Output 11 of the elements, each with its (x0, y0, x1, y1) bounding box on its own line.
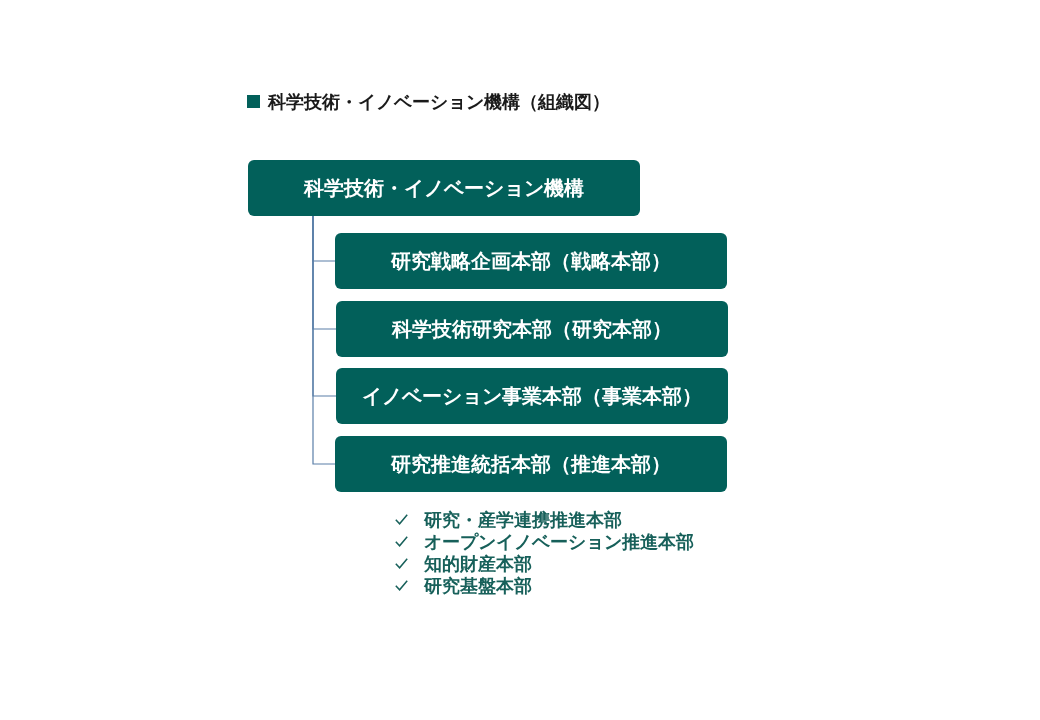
diagram-title: 科学技術・イノベーション機構（組織図） (268, 91, 610, 113)
organization-box: 科学技術・イノベーション機構 (248, 160, 640, 216)
department-box: 研究戦略企画本部（戦略本部） (335, 233, 727, 289)
list-item: 知的財産本部 (424, 553, 532, 575)
list-item: オープンイノベーション推進本部 (424, 531, 694, 553)
department-box: イノベーション事業本部（事業本部） (336, 368, 728, 424)
department-box: 科学技術研究本部（研究本部） (336, 301, 728, 357)
connector-line (312, 215, 336, 465)
list-item: 研究・産学連携推進本部 (424, 509, 622, 531)
department-box: 研究推進統括本部（推進本部） (335, 436, 727, 492)
list-item: 研究基盤本部 (424, 575, 532, 597)
